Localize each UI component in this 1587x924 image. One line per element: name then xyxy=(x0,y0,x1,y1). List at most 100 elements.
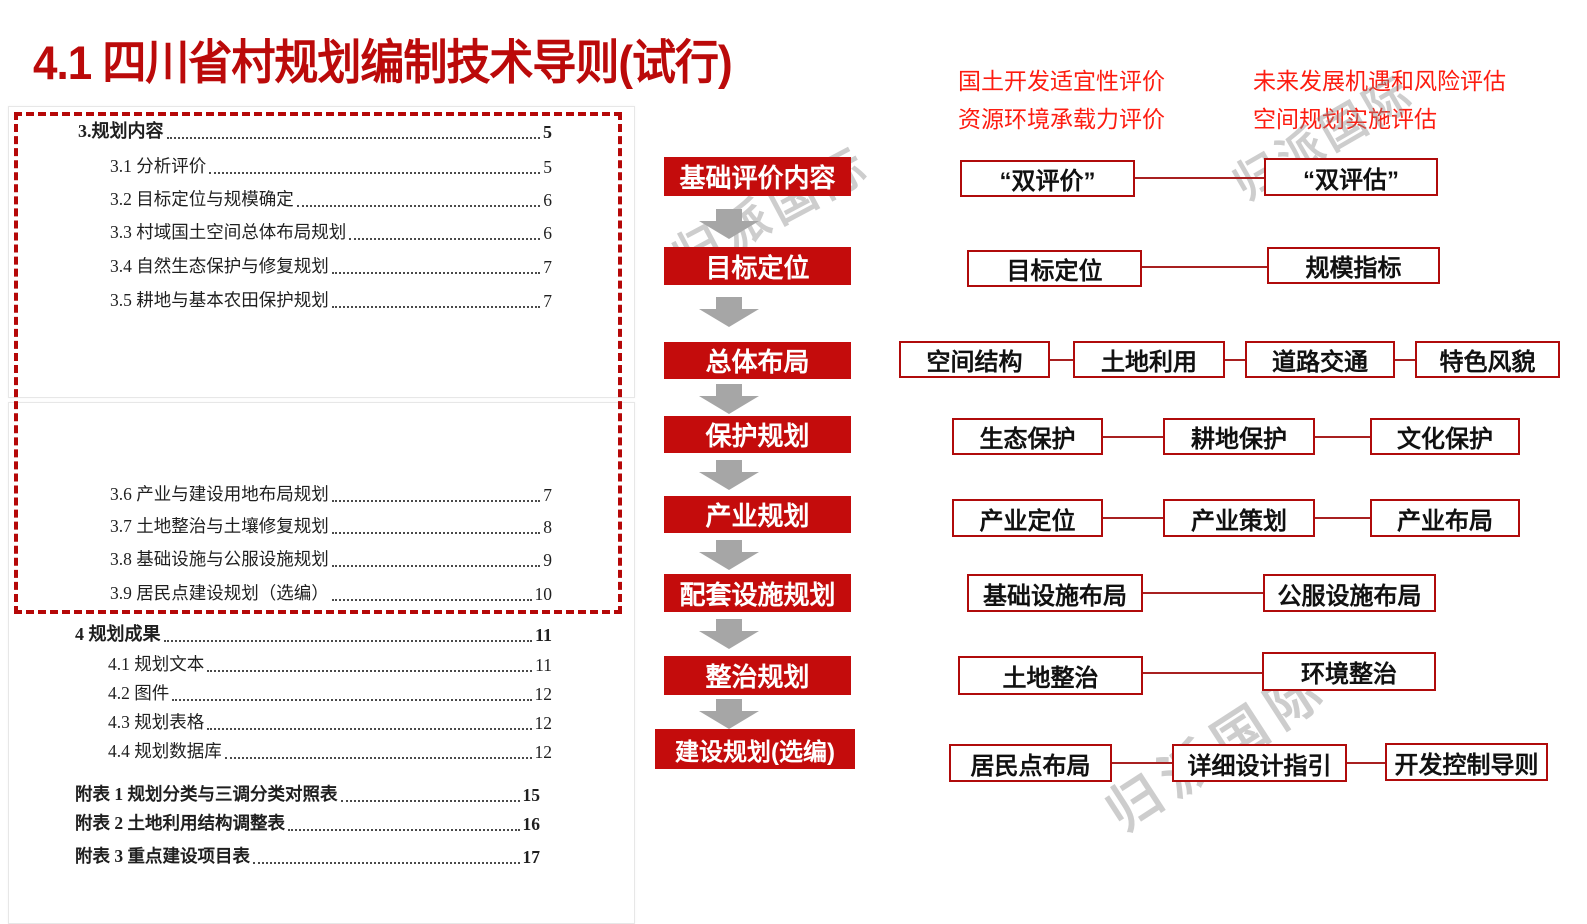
toc-page-number: 5 xyxy=(543,122,552,142)
connector-line xyxy=(1112,762,1172,764)
flow-item-box: 土地整治 xyxy=(958,656,1143,695)
page-title: 4.1 四川省村规划编制技术导则(试行) xyxy=(33,36,733,90)
toc-page-number: 7 xyxy=(543,291,552,311)
arrow-down-icon xyxy=(699,619,759,649)
toc-label: 3.2 目标定位与规模确定 xyxy=(110,189,294,209)
connector-line xyxy=(1347,762,1385,764)
connector-line xyxy=(1143,672,1262,674)
flow-item-box: 产业策划 xyxy=(1163,499,1315,537)
toc-page-number: 12 xyxy=(534,713,553,733)
arrow-down-icon xyxy=(699,460,759,490)
toc-label: 附表 1 规划分类与三调分类对照表 xyxy=(75,784,338,804)
toc-entry: 4.1 规划文本 11 xyxy=(108,651,552,676)
flow-item-box: 产业定位 xyxy=(952,499,1103,537)
flow-item-box: 基础设施布局 xyxy=(967,574,1143,612)
flow-stage-box: 总体布局 xyxy=(664,342,851,379)
connector-line xyxy=(1225,359,1245,361)
document-page-2 xyxy=(8,402,635,924)
toc-entry: 3.6 产业与建设用地布局规划 7 xyxy=(110,481,552,506)
dot-leader xyxy=(331,306,541,308)
flow-item-box: 文化保护 xyxy=(1370,418,1520,455)
dot-leader xyxy=(166,137,540,139)
dot-leader xyxy=(207,670,533,672)
note-future-risk: 未来发展机遇和风险评估 xyxy=(1253,68,1506,94)
flow-item-box: 空间结构 xyxy=(899,341,1050,378)
flow-item-box: 规模指标 xyxy=(1267,247,1440,284)
toc-entry: 附表 1 规划分类与三调分类对照表 15 xyxy=(75,781,540,806)
arrow-down-icon xyxy=(699,384,759,414)
dot-leader xyxy=(331,565,541,567)
toc-page-number: 11 xyxy=(535,655,552,675)
toc-label: 3.8 基础设施与公服设施规划 xyxy=(110,549,329,569)
dot-leader xyxy=(288,829,520,831)
toc-label: 3.4 自然生态保护与修复规划 xyxy=(110,256,329,276)
toc-label: 4.1 规划文本 xyxy=(108,654,205,674)
connector-line xyxy=(1315,436,1370,438)
dot-leader xyxy=(331,532,541,534)
connector-line xyxy=(1142,266,1267,268)
toc-label: 3.1 分析评价 xyxy=(110,156,207,176)
toc-page-number: 6 xyxy=(543,190,552,210)
toc-label: 4.3 规划表格 xyxy=(108,712,205,732)
dot-leader xyxy=(209,172,541,174)
toc-page-number: 11 xyxy=(534,625,552,645)
flow-item-box: 产业布局 xyxy=(1370,499,1520,537)
flow-item-box: “双评价” xyxy=(960,160,1135,197)
toc-entry: 3.1 分析评价 5 xyxy=(110,153,552,178)
flow-stage-box: 保护规划 xyxy=(664,416,851,453)
toc-page-number: 10 xyxy=(534,584,553,604)
flow-stage-box: 目标定位 xyxy=(664,247,851,285)
toc-page-number: 5 xyxy=(543,157,552,177)
dot-leader xyxy=(172,699,532,701)
connector-line xyxy=(1315,517,1370,519)
connector-line xyxy=(1050,359,1073,361)
toc-label: 附表 3 重点建设项目表 xyxy=(75,846,250,866)
dot-leader xyxy=(224,757,532,759)
flow-stage-box: 基础评价内容 xyxy=(664,157,851,196)
toc-page-number: 12 xyxy=(534,684,553,704)
dot-leader xyxy=(331,500,541,502)
dot-leader xyxy=(331,272,541,274)
flow-item-box: 道路交通 xyxy=(1245,341,1395,378)
toc-entry: 附表 3 重点建设项目表 17 xyxy=(75,843,540,868)
toc-label: 3.5 耕地与基本农田保护规划 xyxy=(110,290,329,310)
flow-item-box: “双评估” xyxy=(1264,158,1438,196)
flow-item-box: 生态保护 xyxy=(952,418,1103,455)
toc-label: 3.6 产业与建设用地布局规划 xyxy=(110,484,329,504)
dot-leader xyxy=(349,238,541,240)
flow-stage-box: 建设规划(选编) xyxy=(655,729,855,769)
toc-page-number: 8 xyxy=(543,517,552,537)
note-land-suitability: 国土开发适宜性评价 xyxy=(958,68,1165,94)
flow-stage-box: 整治规划 xyxy=(664,656,851,695)
toc-entry: 3.5 耕地与基本农田保护规划 7 xyxy=(110,287,552,312)
dot-leader xyxy=(163,640,532,642)
toc-page-number: 7 xyxy=(543,485,552,505)
flow-item-box: 公服设施布局 xyxy=(1263,574,1436,612)
toc-page-number: 12 xyxy=(534,742,553,762)
flow-stage-box: 产业规划 xyxy=(664,496,851,533)
toc-label: 3.9 居民点建设规划（选编） xyxy=(110,583,329,603)
arrow-down-icon xyxy=(699,540,759,570)
flow-stage-box: 配套设施规划 xyxy=(664,574,851,612)
connector-line xyxy=(1103,517,1163,519)
dot-leader xyxy=(253,862,520,864)
flow-item-box: 环境整治 xyxy=(1262,652,1436,691)
flow-item-box: 土地利用 xyxy=(1073,341,1225,378)
toc-entry: 4.3 规划表格 12 xyxy=(108,709,552,734)
connector-line xyxy=(1395,359,1415,361)
toc-page-number: 15 xyxy=(522,785,541,805)
toc-label: 3.3 村域国土空间总体布局规划 xyxy=(110,222,347,242)
dot-leader xyxy=(340,800,520,802)
dot-leader xyxy=(296,205,541,207)
document-page-1 xyxy=(8,106,635,398)
connector-line xyxy=(1103,436,1163,438)
toc-page-number: 17 xyxy=(522,847,541,867)
arrow-down-icon xyxy=(699,699,759,729)
